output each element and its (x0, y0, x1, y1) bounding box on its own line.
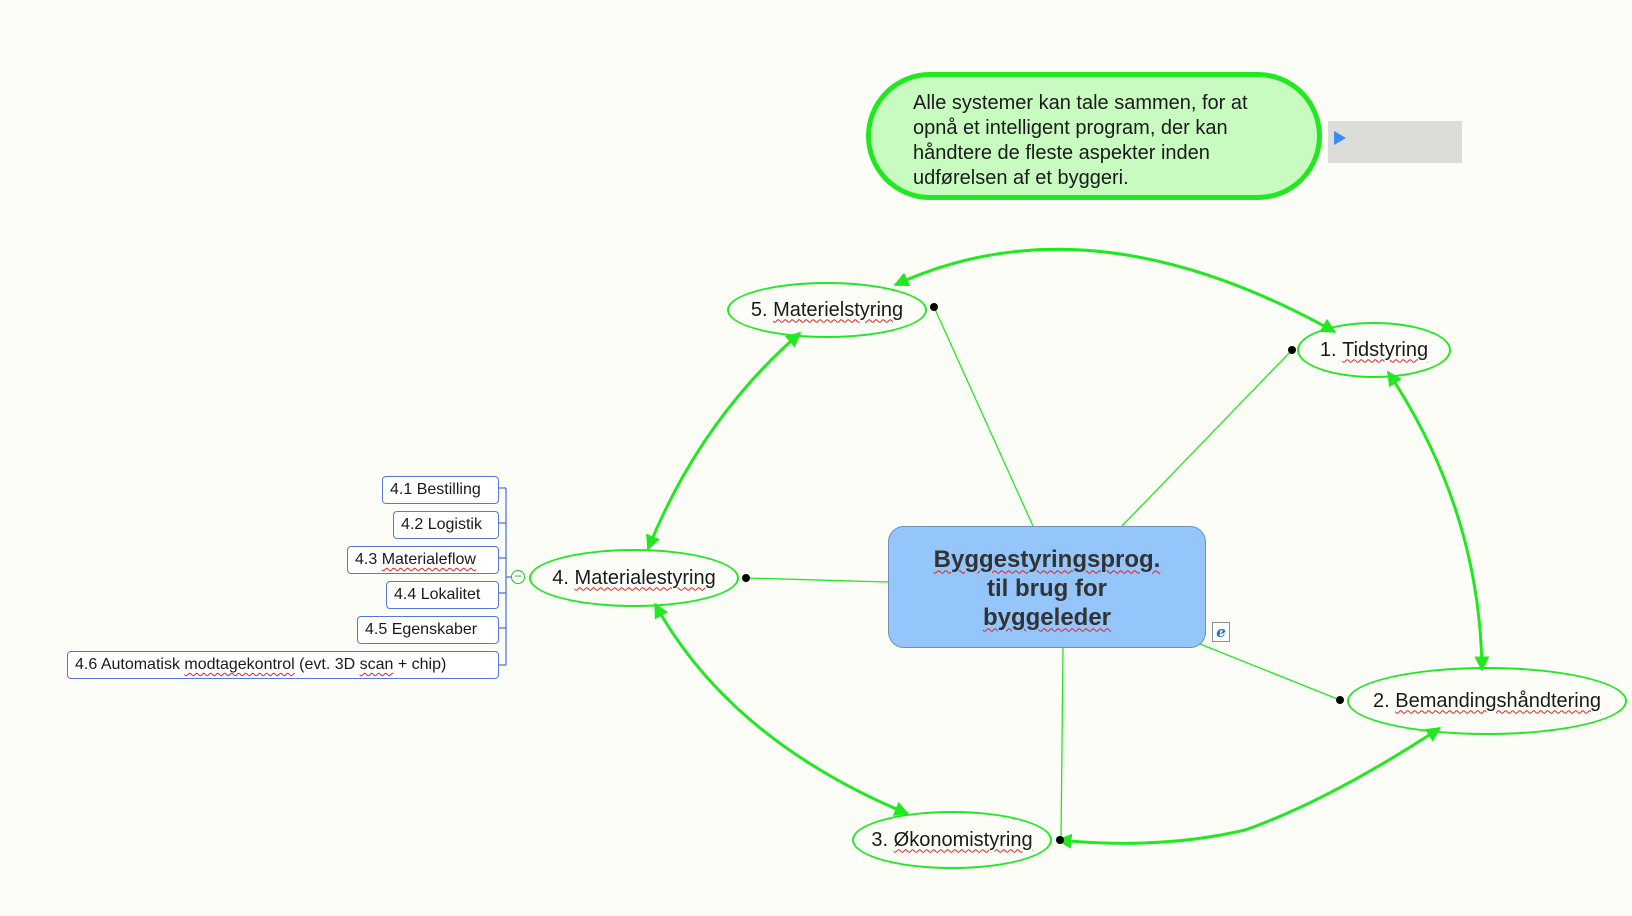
subtopic-4-2[interactable]: 4.2 Logistik (393, 511, 499, 539)
callout-note[interactable]: Alle systemer kan tale sammen, for at op… (866, 72, 1322, 200)
callout-line-2: opnå et intelligent program, der kan (913, 117, 1228, 139)
subtopic-label: Bestilling (416, 481, 481, 498)
subtopic-number: 4.6 (75, 656, 98, 673)
subtopic-number: 4.1 (390, 481, 413, 498)
topic-anchor-dot (1288, 346, 1296, 354)
subtopic-label-part: Automatisk (100, 656, 185, 673)
callout-line-4: udførelsen af et byggeri. (913, 167, 1129, 189)
topic-anchor-dot (930, 303, 938, 311)
collapse-minus-icon[interactable]: − (511, 570, 525, 584)
relationship-arrow-materiale-materiel[interactable] (646, 331, 802, 551)
central-topic-line-2: til brug for (987, 574, 1107, 602)
callout-expand-arrow-icon[interactable] (1334, 131, 1346, 145)
subtopic-number: 4.3 (355, 551, 378, 568)
subtopic-bracket (498, 487, 512, 666)
topic-materialestyring[interactable]: 4. Materialestyring (529, 549, 739, 607)
topic-anchor-dot (1336, 696, 1344, 704)
subtopic-4-6[interactable]: 4.6 Automatisk modtagekontrol (evt. 3D s… (67, 651, 499, 679)
subtopic-4-5[interactable]: 4.5 Egenskaber (357, 616, 499, 644)
topic-anchor-dot (1056, 836, 1064, 844)
subtopic-label-part: modtagekontrol (184, 656, 295, 673)
topic-number: 4. (552, 566, 569, 589)
connector-materiel (933, 306, 1034, 527)
connector-okonomi (1060, 647, 1064, 841)
topic-number: 3. (871, 828, 889, 851)
connector-bemanding (1199, 643, 1341, 701)
topic-okonomistyring[interactable]: 3. Økonomistyring (852, 811, 1052, 869)
topic-label: Materielstyring (773, 298, 904, 321)
callout-line-1: Alle systemer kan tale sammen, for at (913, 92, 1248, 114)
central-topic[interactable]: Byggestyringsprog. til brug for byggeled… (888, 526, 1206, 648)
subtopic-4-3[interactable]: 4.3 Materialeflow (347, 546, 499, 574)
callout-side-panel[interactable] (1328, 121, 1462, 163)
subtopic-4-4[interactable]: 4.4 Lokalitet (386, 581, 499, 609)
subtopic-number: 4.5 (365, 621, 388, 638)
topic-label: Økonomistyring (893, 828, 1033, 851)
subtopic-number: 4.4 (394, 586, 417, 603)
subtopic-4-1[interactable]: 4.1 Bestilling (382, 476, 499, 504)
topic-number: 5. (750, 298, 768, 321)
topic-materielstyring[interactable]: 5. Materielstyring (727, 282, 927, 338)
relationship-arrow-tidstyring-bemanding[interactable] (1386, 370, 1490, 672)
relationship-arrow-okonomi-materiale[interactable] (653, 602, 910, 816)
topic-label: Bemandingshåndtering (1395, 689, 1601, 712)
callout-line-3: håndtere de fleste aspekter inden (913, 142, 1210, 164)
subtopic-label-part: scan (359, 656, 394, 673)
ie-hyperlink-icon[interactable]: e (1212, 622, 1230, 642)
subtopic-number: 4.2 (401, 516, 424, 533)
relationship-arrow-materiel-tidstyring[interactable] (893, 247, 1337, 334)
topic-number: 2. (1373, 689, 1390, 712)
subtopic-label: Egenskaber (391, 621, 478, 638)
subtopic-label-part: + chip) (393, 656, 447, 673)
topic-number: 1. (1319, 338, 1337, 361)
connector-materiale (745, 577, 889, 583)
topic-tidstyring[interactable]: 1. Tidstyring (1297, 322, 1451, 378)
topic-bemandingshandtering[interactable]: 2. Bemandingshåndtering (1347, 667, 1627, 735)
subtopic-label-part: (evt. 3D (294, 656, 360, 673)
connector-tidstyring (1121, 349, 1293, 527)
central-topic-line-3: byggeleder (982, 603, 1112, 631)
topic-anchor-dot (742, 574, 750, 582)
topic-label: Materialestyring (574, 566, 716, 589)
topic-label: Tidstyring (1342, 338, 1429, 361)
subtopic-label: Materialeflow (381, 551, 476, 568)
relationship-arrow-bemanding-okonomi[interactable] (1056, 726, 1442, 849)
central-topic-line-1: Byggestyringsprog. (933, 545, 1161, 573)
subtopic-label: Lokalitet (420, 586, 481, 603)
subtopic-label: Logistik (427, 516, 482, 533)
